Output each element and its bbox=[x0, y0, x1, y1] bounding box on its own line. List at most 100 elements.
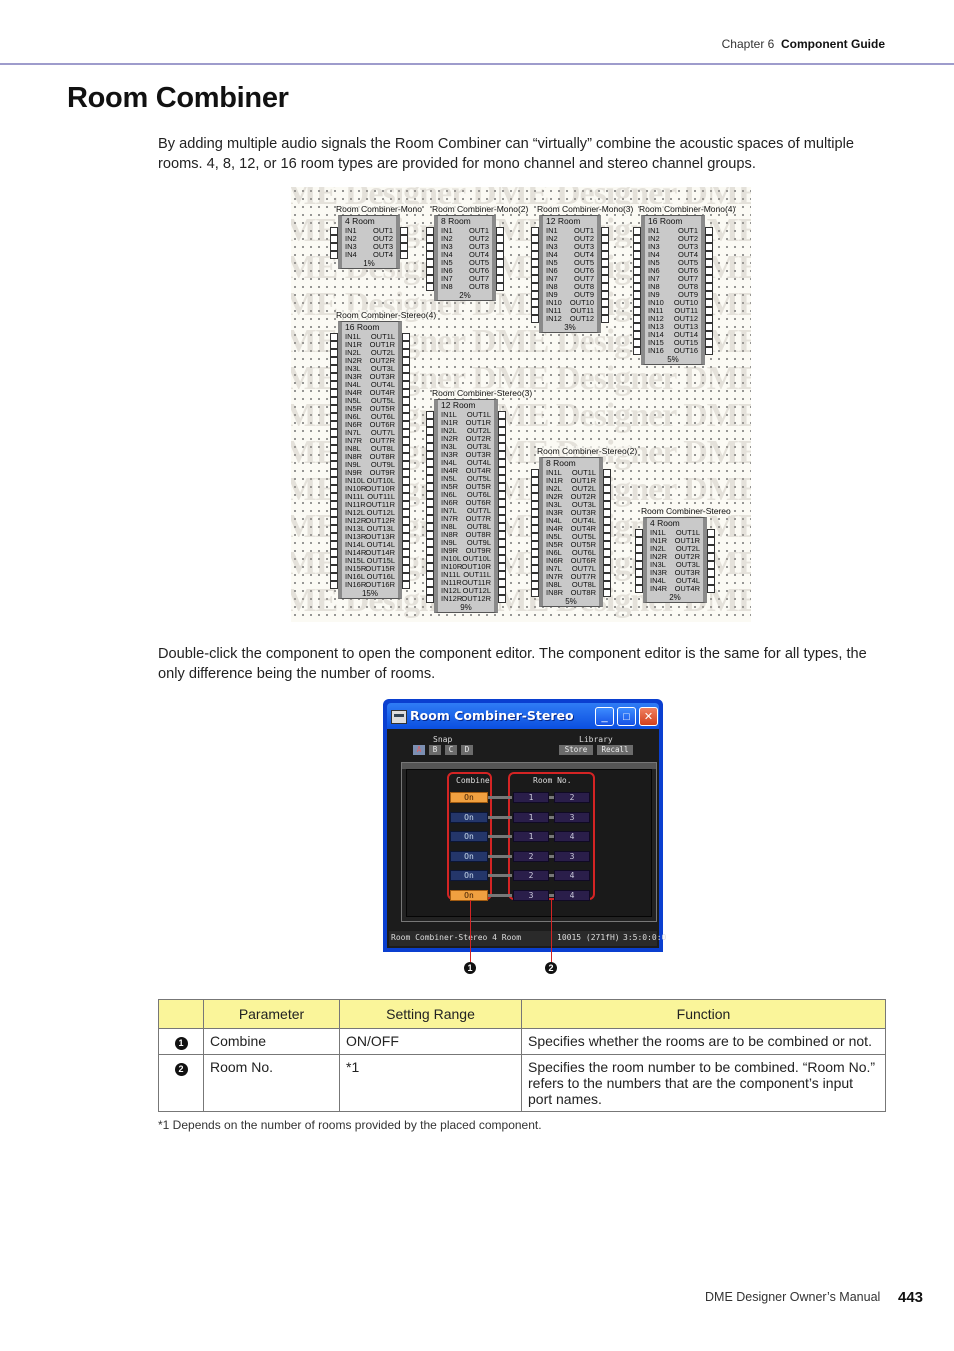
input-port-pin[interactable] bbox=[633, 251, 641, 259]
output-port-pin[interactable] bbox=[496, 251, 504, 259]
close-button[interactable]: ✕ bbox=[639, 707, 658, 726]
input-port-pin[interactable] bbox=[426, 267, 434, 275]
snap-d-button[interactable]: D bbox=[461, 745, 473, 755]
output-port-pin[interactable] bbox=[705, 315, 713, 323]
output-port-pin[interactable] bbox=[601, 275, 609, 283]
output-port-pin[interactable] bbox=[705, 227, 713, 235]
output-port-pin[interactable] bbox=[402, 485, 410, 493]
output-port-pin[interactable] bbox=[601, 291, 609, 299]
input-port-pin[interactable] bbox=[426, 235, 434, 243]
output-port-pin[interactable] bbox=[402, 357, 410, 365]
output-port-pin[interactable] bbox=[603, 509, 611, 517]
input-port-pin[interactable] bbox=[531, 557, 539, 565]
window-titlebar[interactable]: Room Combiner-Stereo _ □ ✕ bbox=[387, 703, 659, 729]
input-port-pin[interactable] bbox=[330, 365, 338, 373]
output-port-pin[interactable] bbox=[705, 347, 713, 355]
input-port-pin[interactable] bbox=[633, 283, 641, 291]
output-port-pin[interactable] bbox=[402, 389, 410, 397]
output-port-pin[interactable] bbox=[402, 349, 410, 357]
output-port-pin[interactable] bbox=[603, 565, 611, 573]
output-port-pin[interactable] bbox=[498, 531, 506, 539]
input-port-pin[interactable] bbox=[426, 595, 434, 603]
output-port-pin[interactable] bbox=[705, 339, 713, 347]
output-port-pin[interactable] bbox=[603, 469, 611, 477]
output-port-pin[interactable] bbox=[402, 445, 410, 453]
combine-toggle-button[interactable]: On bbox=[450, 870, 488, 881]
input-port-pin[interactable] bbox=[330, 437, 338, 445]
output-port-pin[interactable] bbox=[498, 443, 506, 451]
output-port-pin[interactable] bbox=[498, 467, 506, 475]
output-port-pin[interactable] bbox=[498, 435, 506, 443]
input-port-pin[interactable] bbox=[633, 275, 641, 283]
output-port-pin[interactable] bbox=[603, 477, 611, 485]
input-port-pin[interactable] bbox=[426, 531, 434, 539]
output-port-pin[interactable] bbox=[402, 397, 410, 405]
input-port-pin[interactable] bbox=[330, 573, 338, 581]
input-port-pin[interactable] bbox=[531, 259, 539, 267]
input-port-pin[interactable] bbox=[426, 411, 434, 419]
input-port-pin[interactable] bbox=[426, 443, 434, 451]
input-port-pin[interactable] bbox=[635, 553, 643, 561]
input-port-pin[interactable] bbox=[330, 341, 338, 349]
output-port-pin[interactable] bbox=[603, 533, 611, 541]
output-port-pin[interactable] bbox=[603, 549, 611, 557]
output-port-pin[interactable] bbox=[705, 331, 713, 339]
output-port-pin[interactable] bbox=[603, 501, 611, 509]
input-port-pin[interactable] bbox=[330, 549, 338, 557]
output-port-pin[interactable] bbox=[498, 451, 506, 459]
input-port-pin[interactable] bbox=[426, 507, 434, 515]
output-port-pin[interactable] bbox=[498, 475, 506, 483]
input-port-pin[interactable] bbox=[633, 291, 641, 299]
output-port-pin[interactable] bbox=[402, 501, 410, 509]
input-port-pin[interactable] bbox=[426, 539, 434, 547]
output-port-pin[interactable] bbox=[498, 539, 506, 547]
output-port-pin[interactable] bbox=[498, 523, 506, 531]
input-port-pin[interactable] bbox=[426, 555, 434, 563]
input-port-pin[interactable] bbox=[330, 445, 338, 453]
input-port-pin[interactable] bbox=[330, 565, 338, 573]
input-port-pin[interactable] bbox=[426, 499, 434, 507]
input-port-pin[interactable] bbox=[330, 243, 338, 251]
room-no-a-field[interactable]: 3 bbox=[513, 889, 549, 901]
output-port-pin[interactable] bbox=[496, 275, 504, 283]
input-port-pin[interactable] bbox=[330, 349, 338, 357]
input-port-pin[interactable] bbox=[330, 357, 338, 365]
input-port-pin[interactable] bbox=[426, 571, 434, 579]
output-port-pin[interactable] bbox=[496, 235, 504, 243]
input-port-pin[interactable] bbox=[531, 299, 539, 307]
output-port-pin[interactable] bbox=[402, 493, 410, 501]
input-port-pin[interactable] bbox=[531, 307, 539, 315]
output-port-pin[interactable] bbox=[707, 577, 715, 585]
input-port-pin[interactable] bbox=[426, 283, 434, 291]
room-no-b-field[interactable]: 3 bbox=[554, 850, 590, 862]
output-port-pin[interactable] bbox=[402, 525, 410, 533]
input-port-pin[interactable] bbox=[531, 267, 539, 275]
input-port-pin[interactable] bbox=[531, 251, 539, 259]
output-port-pin[interactable] bbox=[496, 283, 504, 291]
output-port-pin[interactable] bbox=[705, 299, 713, 307]
output-port-pin[interactable] bbox=[603, 573, 611, 581]
snap-c-button[interactable]: C bbox=[445, 745, 457, 755]
output-port-pin[interactable] bbox=[603, 557, 611, 565]
input-port-pin[interactable] bbox=[426, 515, 434, 523]
input-port-pin[interactable] bbox=[633, 235, 641, 243]
input-port-pin[interactable] bbox=[633, 347, 641, 355]
output-port-pin[interactable] bbox=[496, 259, 504, 267]
output-port-pin[interactable] bbox=[707, 561, 715, 569]
room-no-b-field[interactable]: 3 bbox=[554, 811, 590, 823]
output-port-pin[interactable] bbox=[705, 291, 713, 299]
room-no-a-field[interactable]: 1 bbox=[513, 831, 549, 842]
input-port-pin[interactable] bbox=[426, 243, 434, 251]
output-port-pin[interactable] bbox=[601, 227, 609, 235]
input-port-pin[interactable] bbox=[426, 427, 434, 435]
input-port-pin[interactable] bbox=[330, 469, 338, 477]
input-port-pin[interactable] bbox=[633, 227, 641, 235]
output-port-pin[interactable] bbox=[402, 565, 410, 573]
output-port-pin[interactable] bbox=[498, 483, 506, 491]
room-no-a-field[interactable]: 2 bbox=[513, 870, 549, 881]
output-port-pin[interactable] bbox=[402, 541, 410, 549]
output-port-pin[interactable] bbox=[498, 491, 506, 499]
output-port-pin[interactable] bbox=[402, 421, 410, 429]
